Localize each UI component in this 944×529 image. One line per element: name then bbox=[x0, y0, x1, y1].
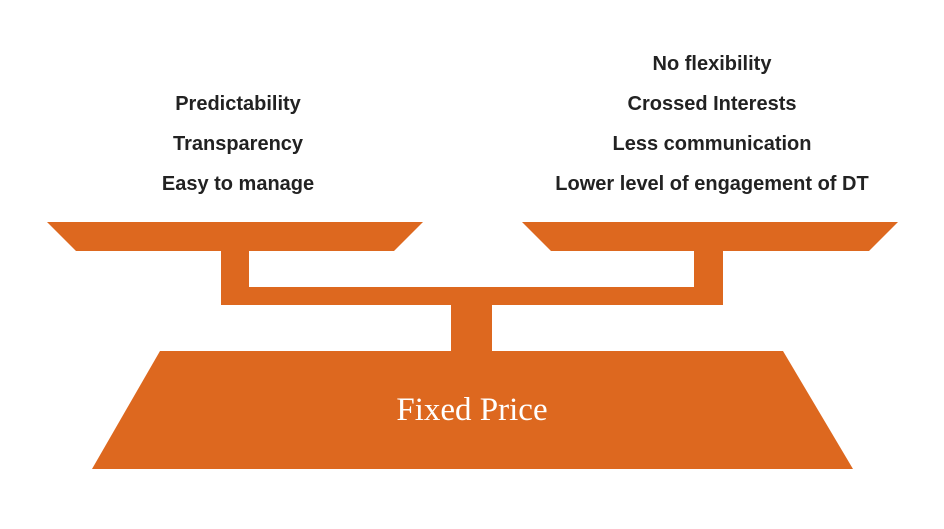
left-item-1: Predictability bbox=[175, 93, 301, 115]
left-item-2: Transparency bbox=[172, 133, 304, 155]
right-item-4: Lower level of engagement of DT bbox=[555, 173, 869, 195]
right-item-2: Crossed Interests bbox=[627, 93, 797, 115]
left-pan bbox=[47, 222, 423, 251]
right-item-1: No flexibility bbox=[652, 53, 772, 75]
center-pillar bbox=[451, 305, 492, 353]
right-item-3: Less communication bbox=[612, 133, 812, 155]
scale-base bbox=[92, 351, 853, 469]
balance-beam bbox=[221, 287, 723, 305]
left-item-3: Easy to manage bbox=[161, 173, 315, 195]
right-pan bbox=[522, 222, 898, 251]
base-label: Fixed Price bbox=[396, 392, 548, 428]
